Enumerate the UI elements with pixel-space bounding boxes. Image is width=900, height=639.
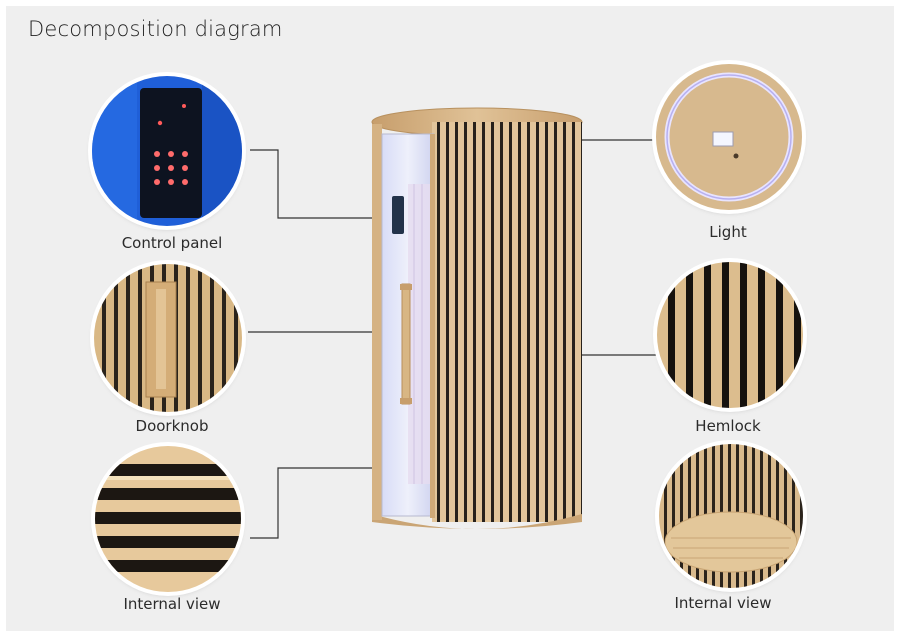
label-doorknob: Doorknob — [135, 417, 209, 435]
control-panel-photo — [92, 76, 242, 226]
sauna-cabin-illustration — [371, 107, 583, 529]
connector-internal-view-left — [250, 467, 430, 539]
label-control-panel: Control panel — [121, 234, 223, 252]
diagram-title: Decomposition diagram — [28, 17, 283, 41]
connector-control-panel — [250, 149, 398, 219]
doorknob-photo — [94, 264, 242, 412]
internal-view-right-photo — [659, 444, 803, 588]
label-light: Light — [709, 223, 747, 241]
label-internal-view-right: Internal view — [674, 594, 772, 612]
label-internal-view-left: Internal view — [123, 595, 221, 613]
hemlock-photo — [657, 262, 803, 408]
label-hemlock: Hemlock — [695, 417, 761, 435]
light-photo — [656, 64, 802, 210]
internal-view-left-photo — [95, 446, 241, 592]
